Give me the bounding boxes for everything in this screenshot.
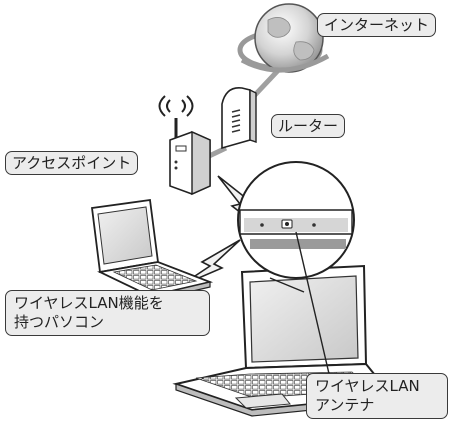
label-access-point: アクセスポイント (5, 151, 139, 175)
access-point-icon (169, 118, 211, 196)
globe-icon (237, 3, 330, 73)
label-laptop-line2: 持つパソコン (14, 313, 105, 331)
leader-antenna (295, 231, 331, 379)
label-laptop-line1: ワイヤレスLAN機能を (14, 294, 164, 312)
magnifier-icon (237, 161, 355, 279)
label-internet: インターネット (317, 13, 437, 37)
leader-antenna-laptop (269, 277, 305, 293)
label-antenna: ワイヤレスLAN アンテナ (306, 373, 448, 419)
label-laptop: ワイヤレスLAN機能を 持つパソコン (5, 290, 210, 336)
label-antenna-line1: ワイヤレスLAN (315, 377, 420, 395)
router-icon (221, 87, 257, 150)
wireless-signal-icon (158, 95, 194, 117)
label-router: ルーター (271, 114, 346, 138)
laptop-icon (90, 198, 214, 302)
label-antenna-line2: アンテナ (315, 396, 375, 414)
